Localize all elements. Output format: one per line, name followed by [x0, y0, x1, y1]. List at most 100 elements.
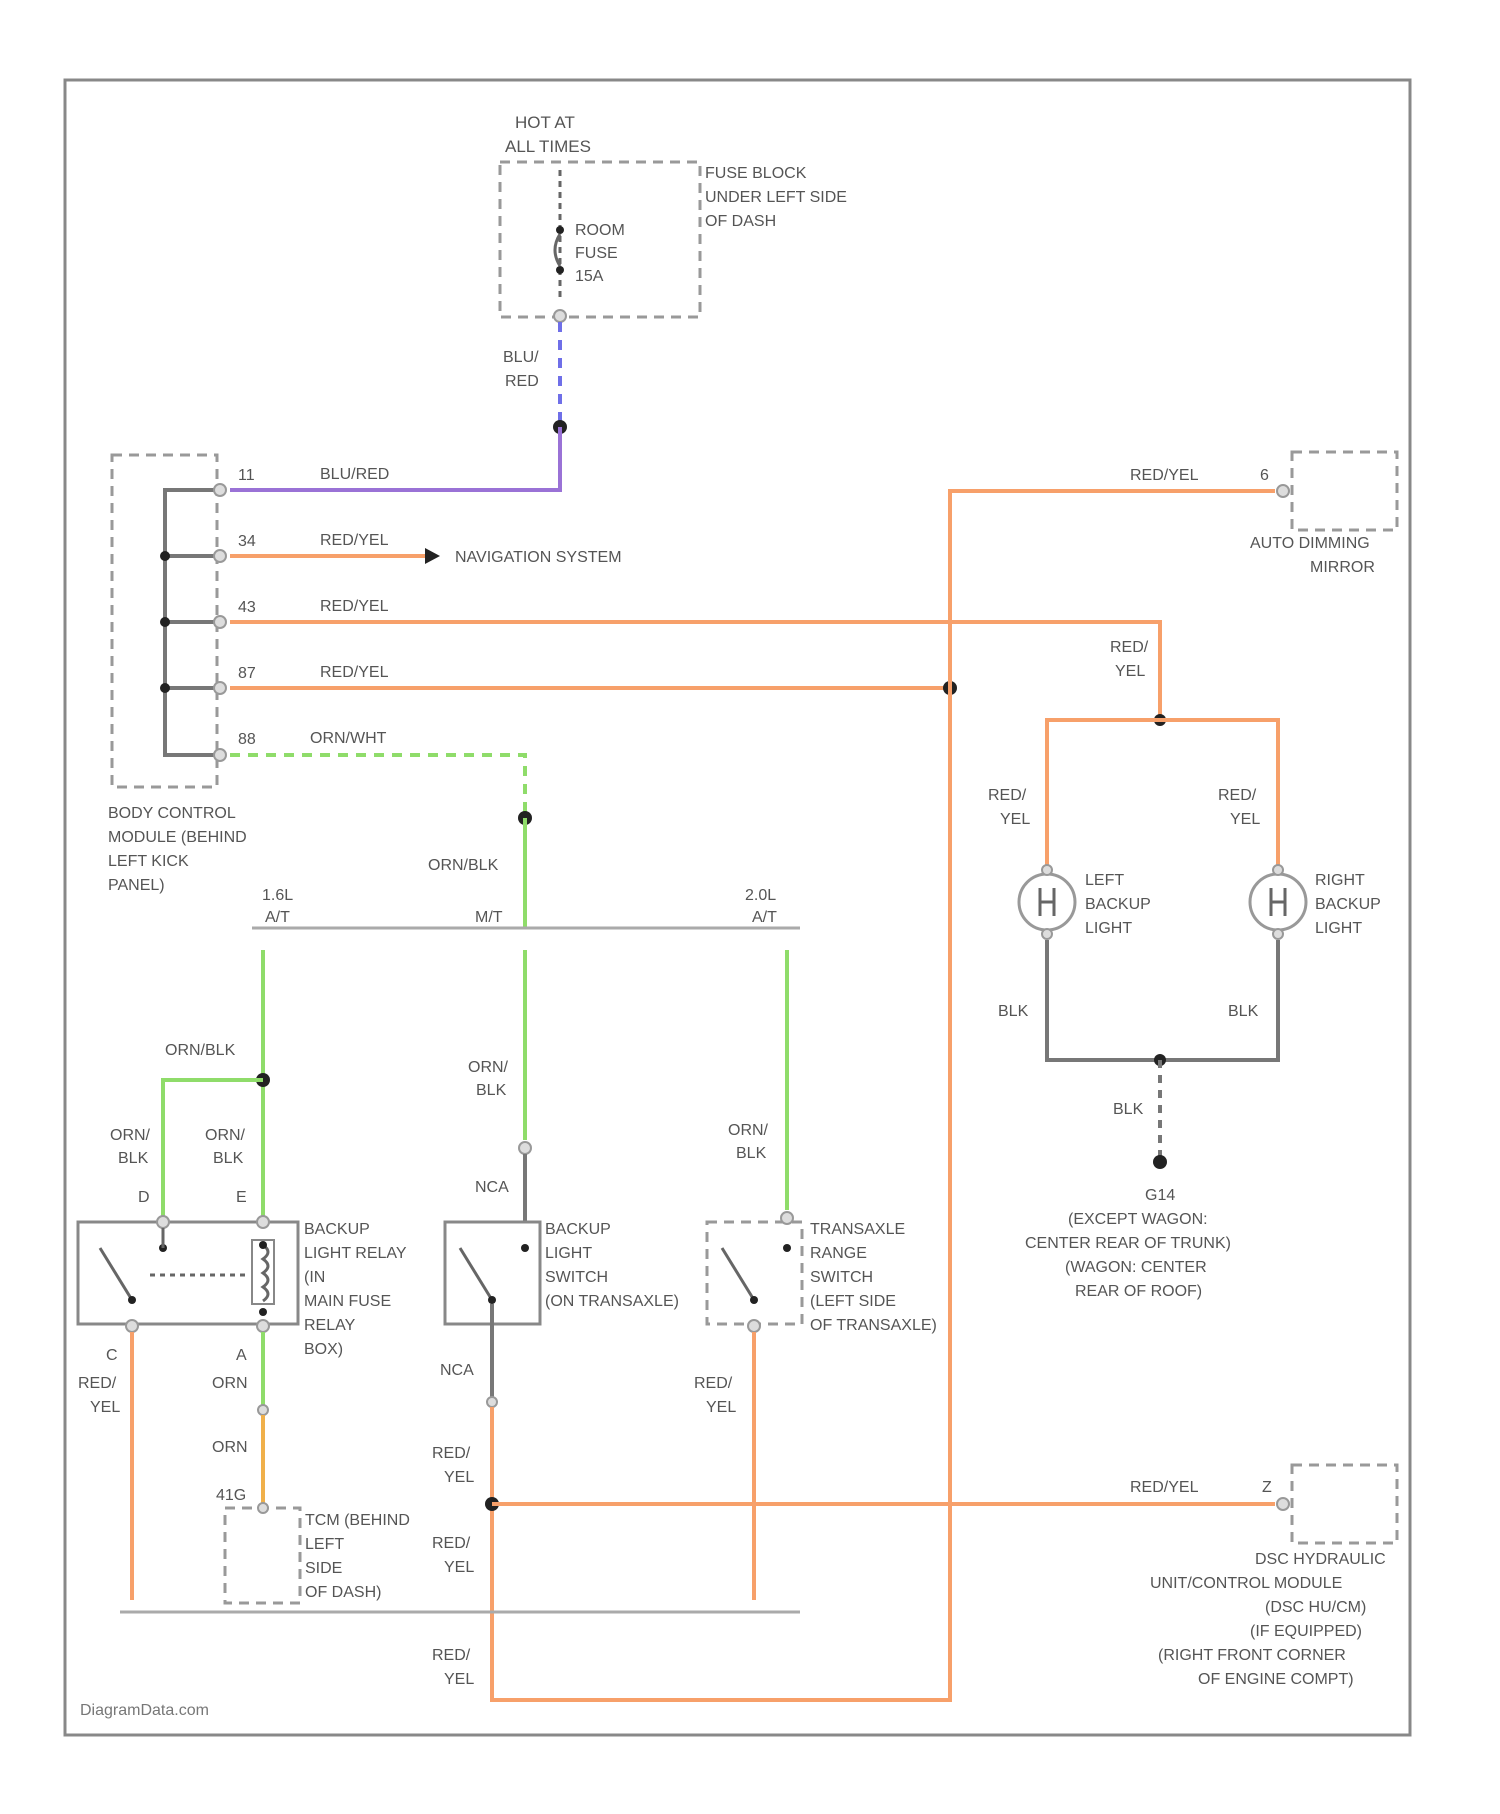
- dsc-name-5: (RIGHT FRONT CORNER: [1158, 1647, 1346, 1664]
- fuse-block: HOT AT ALL TIMES ROOM FUSE 15A FUSE BLOC…: [500, 113, 847, 322]
- bcm-pin-11: 11: [238, 467, 255, 484]
- backup-switch-name-4: (ON TRANSAXLE): [545, 1293, 679, 1310]
- lights-feed-label-2: YEL: [1115, 663, 1145, 680]
- bcm-name-3: LEFT KICK: [108, 853, 189, 870]
- wire-lights-ground: [1047, 940, 1278, 1060]
- transaxle-range-switch: TRANSAXLE RANGE SWITCH (LEFT SIDE OF TRA…: [707, 1212, 937, 1334]
- bcm-name-1: BODY CONTROL: [108, 805, 236, 822]
- range-switch-name-2: RANGE: [810, 1245, 867, 1262]
- trunk-wire-2: YEL: [444, 1671, 474, 1688]
- left-light-wire-2: YEL: [1000, 811, 1030, 828]
- auto-dimming-mirror: 6 AUTO DIMMING MIRROR: [1250, 452, 1397, 576]
- nca-label-bottom: NCA: [440, 1362, 474, 1379]
- mirror-name-1: AUTO DIMMING: [1250, 535, 1370, 552]
- ground-line-3: (WAGON: CENTER: [1065, 1259, 1207, 1276]
- lights-feed-label-1: RED/: [1110, 639, 1149, 656]
- backup-switch-name-2: LIGHT: [545, 1245, 592, 1262]
- wire-red-yel-trunk: [492, 491, 1275, 1700]
- variant-left-2: A/T: [265, 909, 290, 926]
- range-out-wire-2: YEL: [706, 1399, 736, 1416]
- tcm-box: [225, 1508, 300, 1603]
- bcm-pin-87: 87: [238, 665, 256, 682]
- tcm: TCM (BEHIND LEFT SIDE OF DASH): [225, 1503, 410, 1603]
- switch-out-wire-2: YEL: [444, 1469, 474, 1486]
- tcm-name-4: OF DASH): [305, 1584, 381, 1601]
- left-light-name-3: LIGHT: [1085, 920, 1132, 937]
- fuse-block-box: [500, 162, 700, 317]
- dsc-module: Z RED/YEL DSC HYDRAULIC UNIT/CONTROL MOD…: [1130, 1465, 1397, 1688]
- mirror-wire-label: RED/YEL: [1130, 467, 1199, 484]
- relay-pin-d: D: [138, 1189, 150, 1206]
- navigation-system-label: NAVIGATION SYSTEM: [455, 549, 622, 566]
- relay-c-wire-2: YEL: [90, 1399, 120, 1416]
- fuse-label-3: 15A: [575, 268, 604, 285]
- ground-blk-label: BLK: [1113, 1101, 1144, 1118]
- right-light-name-2: BACKUP: [1315, 896, 1381, 913]
- left-light-name-1: LEFT: [1085, 872, 1124, 889]
- relay-name-1: BACKUP: [304, 1221, 370, 1238]
- range-out-wire-1: RED/: [694, 1375, 733, 1392]
- relay-pin-e: E: [236, 1189, 247, 1206]
- relay-name-2: LIGHT RELAY: [304, 1245, 407, 1262]
- blu-red-label-1: BLU/: [503, 349, 539, 366]
- bcm-name-2: MODULE (BEHIND: [108, 829, 247, 846]
- ground-name: G14: [1145, 1187, 1175, 1204]
- relay-d-wire-2: BLK: [118, 1150, 149, 1167]
- left-blk-label: BLK: [998, 1003, 1029, 1020]
- mt-wire-1: ORN/: [468, 1059, 509, 1076]
- variant-right-1: 2.0L: [745, 887, 776, 904]
- wire-label-87: RED/YEL: [320, 664, 389, 681]
- fuse-block-name-2: UNDER LEFT SIDE: [705, 189, 847, 206]
- relay-e-wire-2: BLK: [213, 1150, 244, 1167]
- fuse-block-name-1: FUSE BLOCK: [705, 165, 807, 182]
- tcm-name-2: LEFT: [305, 1536, 344, 1553]
- dsc-name-2: UNIT/CONTROL MODULE: [1150, 1575, 1342, 1592]
- range-switch-name-4: (LEFT SIDE: [810, 1293, 896, 1310]
- right-light-wire-2: YEL: [1230, 811, 1260, 828]
- body-control-module: 11 34 43 87 88 BODY CONTROL MODULE (BEHI…: [108, 455, 256, 894]
- range-switch-name-3: SWITCH: [810, 1269, 873, 1286]
- right-light-name-3: LIGHT: [1315, 920, 1362, 937]
- tcm-pin: 41G: [216, 1487, 246, 1504]
- wire-blu-red: [230, 427, 560, 490]
- backup-switch-name-1: BACKUP: [545, 1221, 611, 1238]
- tcm-name-3: SIDE: [305, 1560, 342, 1577]
- variant-left-1: 1.6L: [262, 887, 293, 904]
- wire-label-43: RED/YEL: [320, 598, 389, 615]
- variant-mid: M/T: [475, 909, 503, 926]
- relay-name-3: (IN: [304, 1269, 325, 1286]
- splice-wire-2: YEL: [444, 1559, 474, 1576]
- mt-wire-2: BLK: [476, 1082, 507, 1099]
- range-switch-box: [707, 1222, 802, 1324]
- left-light-name-2: BACKUP: [1085, 896, 1151, 913]
- fuse-block-name-3: OF DASH: [705, 213, 776, 230]
- wire-orn-wht: [230, 755, 525, 818]
- right-backup-light: RIGHT BACKUP LIGHT: [1250, 865, 1381, 939]
- backup-light-relay: D E BACKUP LIGHT RELAY (IN MAIN FUSE REL…: [78, 1189, 407, 1364]
- blu-red-label-2: RED: [505, 373, 539, 390]
- switch-out-wire-1: RED/: [432, 1445, 471, 1462]
- relay-pin-a: A: [236, 1347, 247, 1364]
- tcm-name-1: TCM (BEHIND: [305, 1512, 410, 1529]
- dsc-name-1: DSC HYDRAULIC: [1255, 1551, 1386, 1568]
- relay-pin-c: C: [106, 1347, 118, 1364]
- relay-a-wire: ORN: [212, 1375, 248, 1392]
- left-backup-light: LEFT BACKUP LIGHT: [1019, 865, 1151, 939]
- relay-name-6: BOX): [304, 1341, 343, 1358]
- wire-label-34: RED/YEL: [320, 532, 389, 549]
- ground-point: [1153, 1155, 1167, 1169]
- relay-name-4: MAIN FUSE: [304, 1293, 391, 1310]
- relay-name-5: RELAY: [304, 1317, 356, 1334]
- mirror-name-2: MIRROR: [1310, 559, 1375, 576]
- relay-c-wire-1: RED/: [78, 1375, 117, 1392]
- dsc-box: [1292, 1465, 1397, 1543]
- wire-label-11: BLU/RED: [320, 466, 389, 483]
- backup-switch-name-3: SWITCH: [545, 1269, 608, 1286]
- dsc-name-6: OF ENGINE COMPT): [1198, 1671, 1354, 1688]
- variant-right-2: A/T: [752, 909, 777, 926]
- bcm-pin-88: 88: [238, 731, 256, 748]
- orn-blk-label-main: ORN/BLK: [428, 857, 499, 874]
- nca-label-top: NCA: [475, 1179, 509, 1196]
- relay-d-wire-1: ORN/: [110, 1127, 151, 1144]
- range-switch-name-5: OF TRANSAXLE): [810, 1317, 937, 1334]
